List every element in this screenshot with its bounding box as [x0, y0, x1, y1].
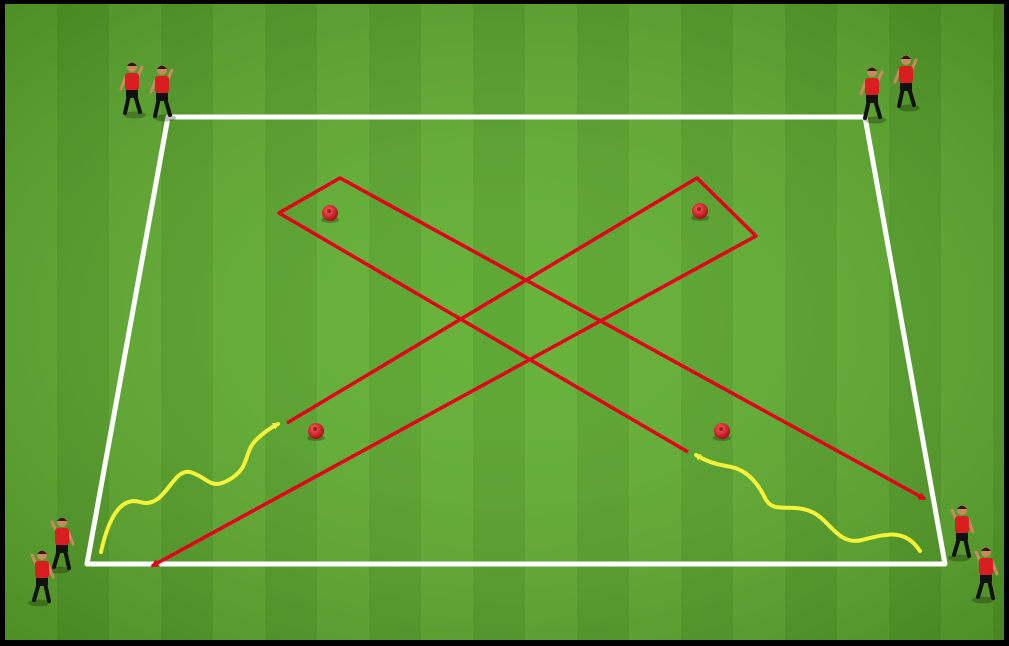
grass-shading — [5, 4, 1004, 640]
pitch — [5, 4, 1004, 640]
